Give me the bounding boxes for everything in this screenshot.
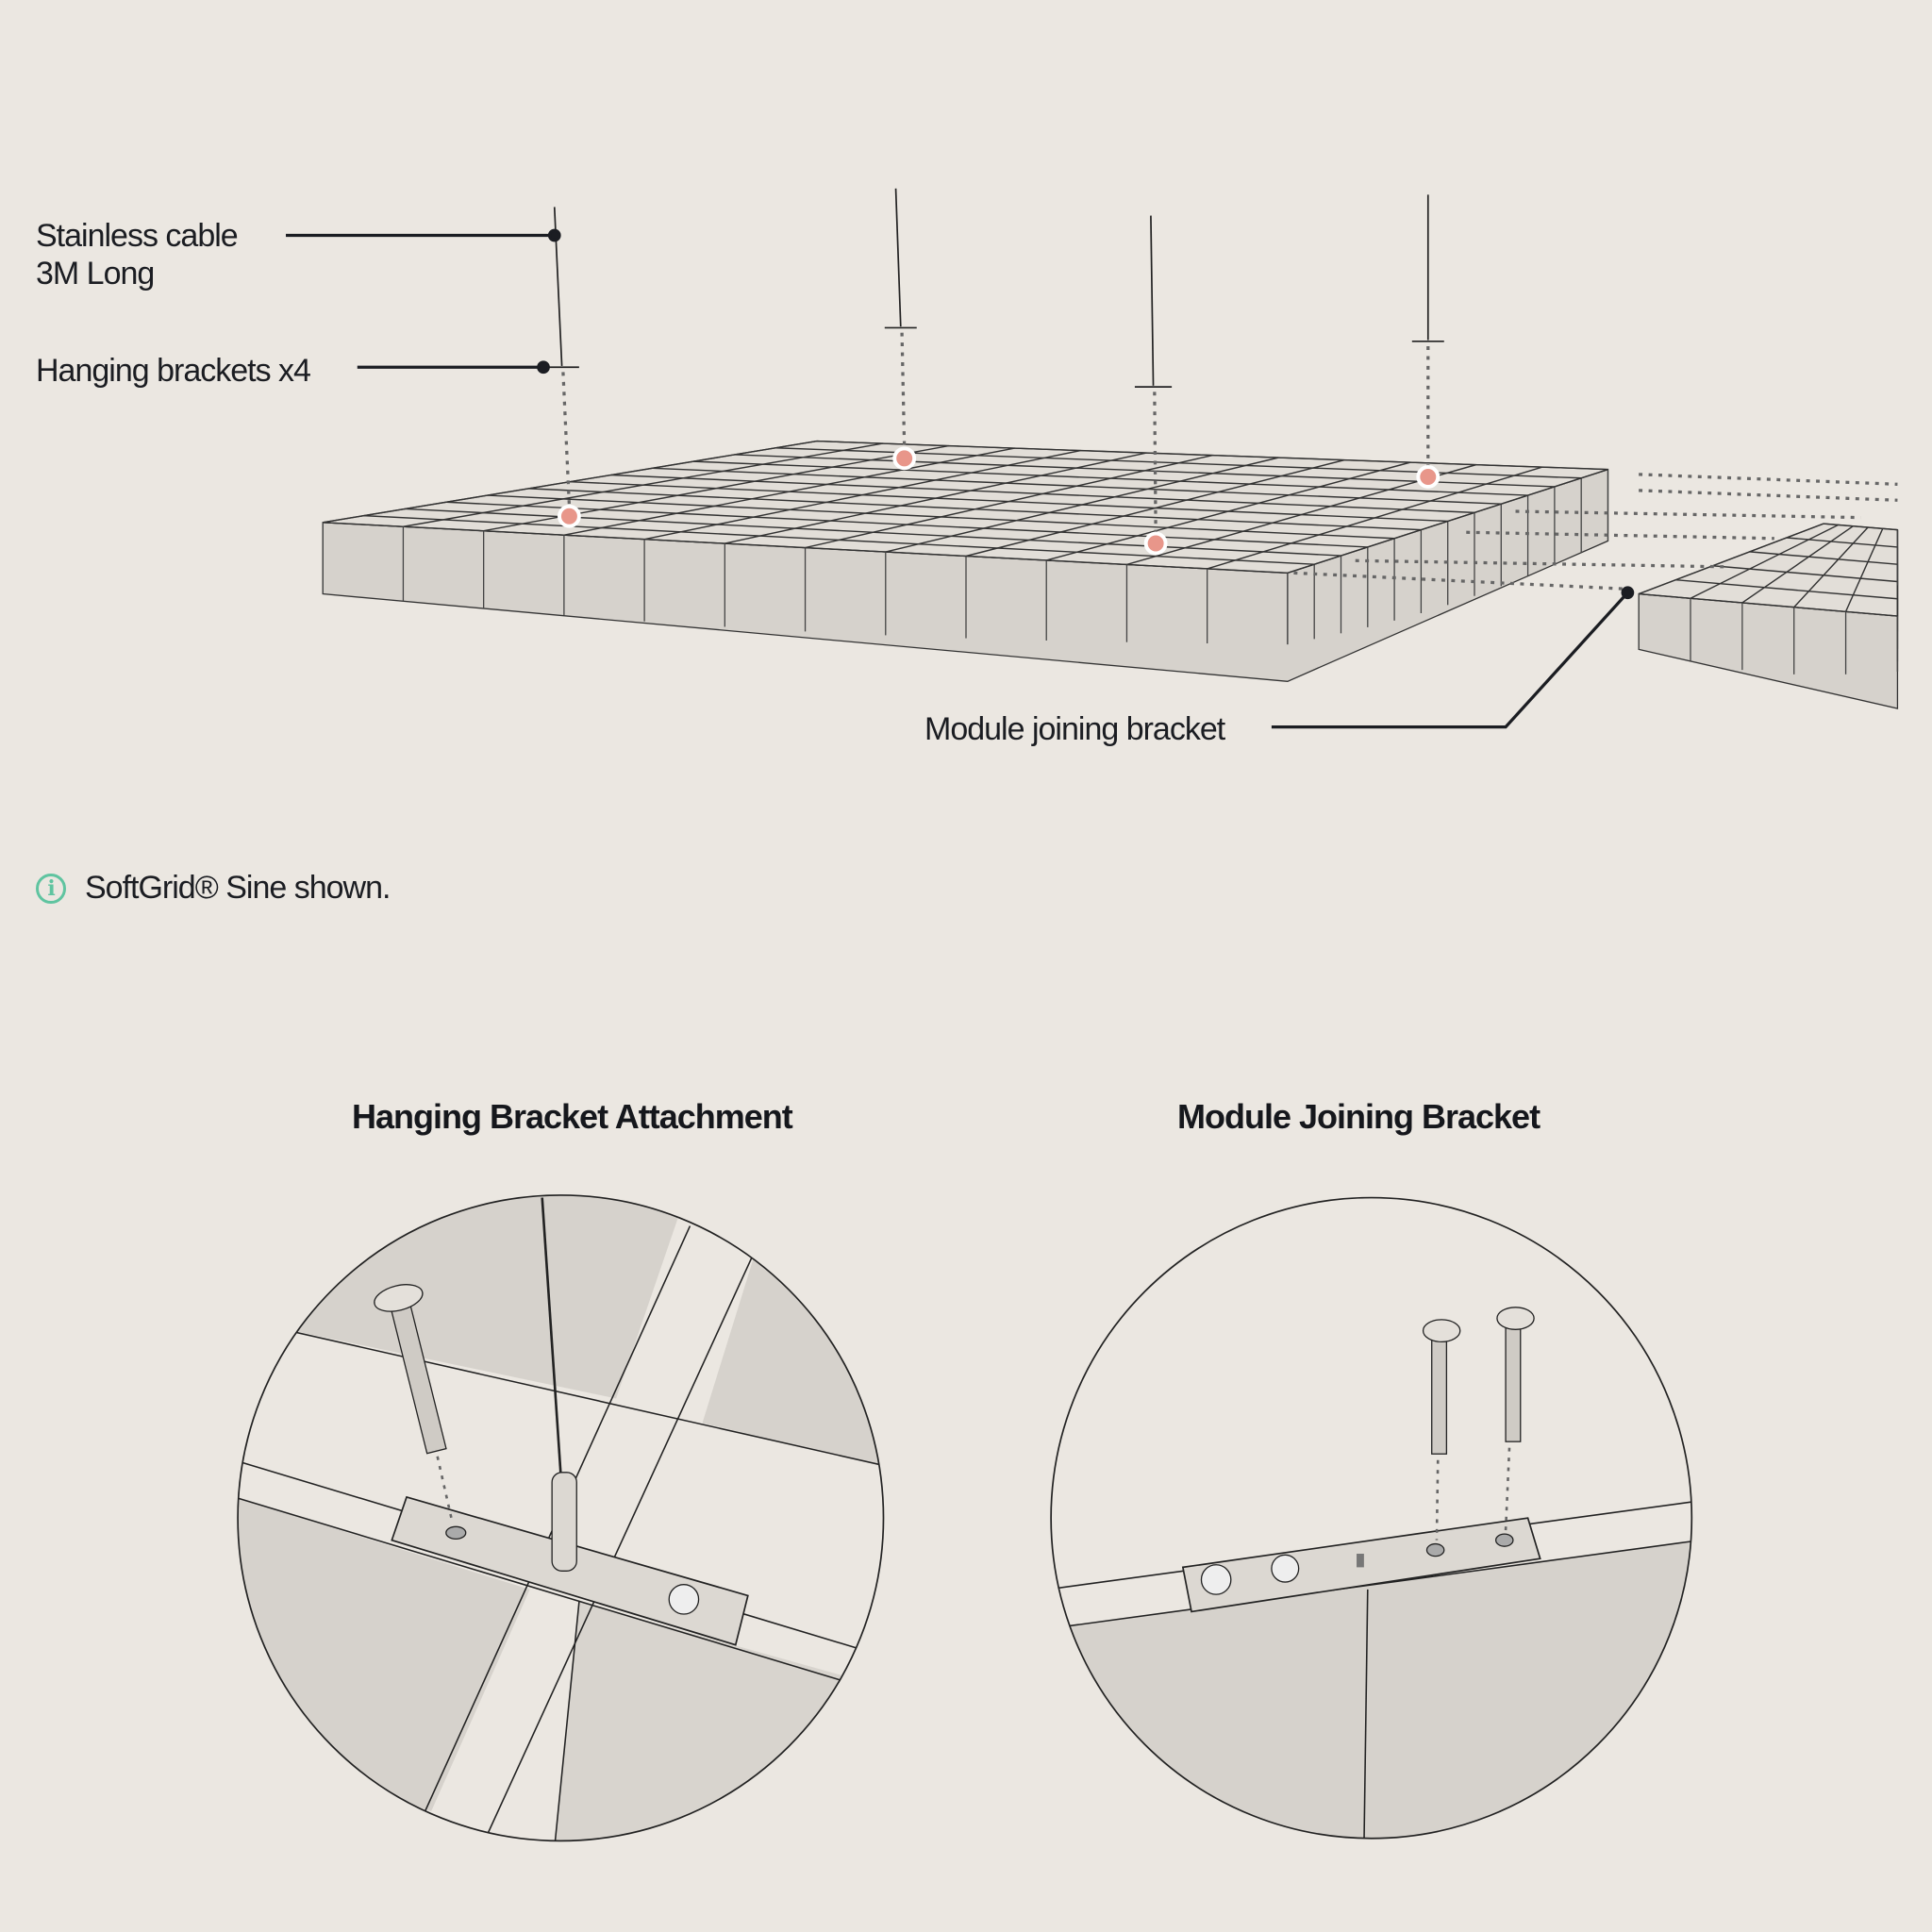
softgrid-module bbox=[322, 440, 1609, 682]
callout-cable-line2: 3M Long bbox=[36, 256, 155, 291]
grid-line bbox=[1741, 525, 1854, 604]
cables bbox=[541, 188, 1898, 591]
grid-line bbox=[1786, 537, 1898, 548]
info-note: i SoftGrid® Sine shown. bbox=[36, 870, 391, 907]
callout-hanging-brackets: Hanging brackets x4 bbox=[36, 353, 311, 389]
adjacent-module bbox=[1638, 523, 1899, 709]
callout-cable-line1: Stainless cable bbox=[36, 218, 239, 254]
module-joining-title: Module Joining Bracket bbox=[1177, 1097, 1541, 1136]
leader-lines bbox=[286, 228, 1635, 729]
grid-line bbox=[1639, 592, 1898, 617]
bracket-markers bbox=[558, 446, 1441, 556]
grid-line bbox=[1793, 526, 1869, 608]
info-icon: i bbox=[36, 873, 66, 904]
callout-module-joining-bracket: Module joining bracket bbox=[924, 711, 1225, 747]
hanging-bracket-detail bbox=[237, 1194, 885, 1842]
grid-line bbox=[816, 440, 1608, 471]
grid-line bbox=[1287, 468, 1608, 575]
grid-line bbox=[1824, 523, 1898, 531]
hanging-bracket-title: Hanging Bracket Attachment bbox=[352, 1097, 793, 1136]
module-joining-detail bbox=[1050, 1196, 1693, 1840]
grid-line bbox=[1638, 523, 1824, 595]
grid-line bbox=[1712, 565, 1898, 583]
info-note-text: SoftGrid® Sine shown. bbox=[85, 870, 391, 906]
grid-line bbox=[1207, 466, 1542, 570]
grid-line bbox=[1690, 524, 1840, 599]
grid-line bbox=[1844, 528, 1884, 612]
grid-line bbox=[1749, 551, 1898, 565]
grid-line bbox=[1675, 578, 1898, 600]
callout-stainless-cable: Stainless cable 3M Long bbox=[36, 217, 239, 292]
